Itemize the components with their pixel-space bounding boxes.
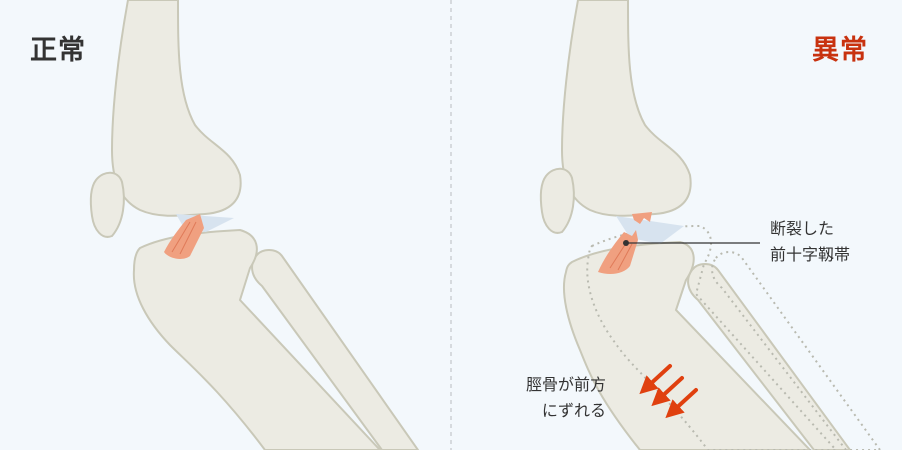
normal-knee	[89, 0, 420, 450]
normal-heading: 正常	[30, 35, 86, 66]
patella	[539, 167, 575, 234]
femur	[110, 0, 242, 217]
abnormal-heading: 異常	[812, 35, 868, 66]
fibula	[687, 263, 852, 450]
abnormal-knee	[539, 0, 882, 450]
shift-label-line2: にずれる	[541, 401, 606, 420]
ligament-label-line1: 断裂した	[770, 219, 835, 238]
shift-label-line1: 脛骨が前方	[525, 375, 606, 394]
femur	[560, 0, 692, 217]
shift-label: 脛骨が前方 にずれる	[500, 372, 606, 424]
patella	[89, 171, 125, 238]
torn-ligament-upper	[632, 212, 652, 224]
ligament-label-line2: 前十字靱帯	[770, 245, 851, 264]
ligament-label: 断裂した 前十字靱帯	[770, 216, 850, 268]
red-arrow-icon	[639, 364, 698, 419]
ligament-leader	[623, 240, 760, 246]
tibia	[132, 228, 382, 450]
